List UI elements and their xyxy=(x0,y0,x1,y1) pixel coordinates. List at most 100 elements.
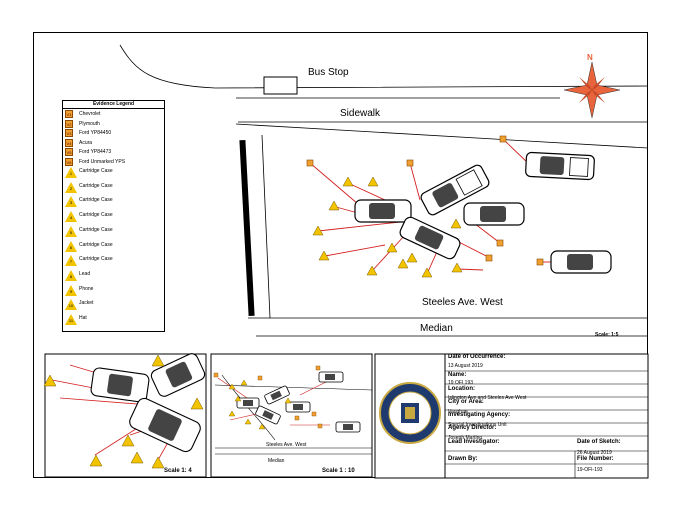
vehicle-tag-icon: V6 xyxy=(65,157,73,166)
north-label: N xyxy=(587,53,593,62)
evidence-triangle-icon: 5 xyxy=(65,225,77,237)
legend-item: 4 Cartridge Case xyxy=(65,211,113,223)
marker-number: 7 xyxy=(69,259,73,265)
sketch-date-label: Date of Sketch: xyxy=(577,439,621,445)
marker-number: 5 xyxy=(69,229,73,235)
compass-rose xyxy=(563,61,621,119)
median-label: Median xyxy=(420,323,453,334)
marker-number: 10 xyxy=(68,303,74,309)
legend-item-label: Cartridge Case xyxy=(79,168,113,174)
agency-seal xyxy=(379,382,441,444)
legend-item: V6 Ford Unmarked YPS xyxy=(65,157,126,166)
vehicle-tag-icon: V1 xyxy=(65,110,73,118)
agency-label: Investigating Agency: xyxy=(448,412,511,418)
legend-item-label: Cartridge Case xyxy=(79,197,113,204)
inset-mid-frame xyxy=(210,353,373,478)
legend-item-label: Phone xyxy=(79,285,94,292)
agency-value: Special Investigations Unit xyxy=(448,422,507,428)
date-occurrence-label: Date of Occurrence: xyxy=(448,354,506,360)
legend-item: 1 Cartridge Case xyxy=(65,167,113,178)
legend-item-label: Ford YP84450 xyxy=(79,130,112,136)
marker-number: 11 xyxy=(68,318,74,323)
marker-number: 3 xyxy=(69,200,73,206)
info-panel: Date of Occurrence: 13 August 2019 Name:… xyxy=(445,353,648,478)
marker-number: 4 xyxy=(69,215,73,221)
info-panel-frame xyxy=(374,353,649,479)
legend-item: V1 Chevrolet xyxy=(65,110,100,118)
sidewalk-label: Sidewalk xyxy=(340,108,381,119)
director-label: Agency Director: xyxy=(448,425,497,431)
evidence-triangle-icon: 3 xyxy=(65,196,77,208)
marker-number: 1 xyxy=(69,171,73,176)
legend-item: 3 Cartridge Case xyxy=(65,196,113,208)
legend-item-label: Cartridge Case xyxy=(79,256,113,263)
bus-stop-label: Bus Stop xyxy=(308,67,349,78)
legend-item: 8 Lead xyxy=(65,269,91,281)
vehicle-v5 xyxy=(463,202,525,226)
inset-left-scale: Scale 1: 4 xyxy=(164,468,192,474)
vehicle-tag-icon: V4 xyxy=(65,138,73,147)
evidence-triangle-icon: 6 xyxy=(65,240,77,252)
vehicle-tag-icon: V2 xyxy=(65,119,73,128)
legend-item-label: Cartridge Case xyxy=(79,182,113,189)
city-value: Vaughan xyxy=(448,409,468,415)
evidence-triangle-icon: 11 xyxy=(65,314,77,325)
curb-bar xyxy=(239,139,255,317)
evidence-triangle-icon: 4 xyxy=(65,211,77,223)
legend-title: Evidence Legend xyxy=(63,101,164,109)
street-label: Steeles Ave. West xyxy=(422,297,503,308)
evidence-markers xyxy=(312,176,463,278)
evidence-triangle-icon: 8 xyxy=(65,269,77,281)
legend-item-label: Cartridge Case xyxy=(79,226,113,233)
legend-item-label: Plymouth xyxy=(79,120,100,127)
evidence-triangle-icon: 9 xyxy=(65,284,77,296)
legend-item-label: Hat xyxy=(79,315,87,321)
file-number-label: File Number: xyxy=(577,456,614,462)
file-number-value: 19-OFI-193 xyxy=(577,467,603,473)
scale-main-label: Scale: 1:5 xyxy=(595,332,619,338)
name-value: 19 OFI 193 xyxy=(448,380,474,386)
date-occurrence-value: 13 August 2019 xyxy=(448,363,483,369)
lead-label: Lead Investigator: xyxy=(448,439,500,445)
vehicle-v3 xyxy=(354,199,412,223)
bus-stop-sign xyxy=(263,76,298,95)
legend-item: V5 Ford YP84473 xyxy=(65,148,111,156)
marker-number: 2 xyxy=(69,185,73,191)
legend-item: 5 Cartridge Case xyxy=(65,225,113,237)
inset-mid-scene xyxy=(213,365,373,455)
trajectory-lines xyxy=(309,138,555,275)
vehicle-v4 xyxy=(399,216,461,260)
marker-number: 9 xyxy=(69,288,73,294)
lane-line-top xyxy=(235,123,649,149)
legend-item-label: Chevrolet xyxy=(79,111,101,117)
evidence-triangle-icon: 10 xyxy=(65,299,77,311)
legend-item-label: Cartridge Case xyxy=(79,212,113,219)
marker-number: 6 xyxy=(69,244,73,250)
legend-item: V2 Plymouth xyxy=(65,119,100,128)
sketch-date-value: 26 August 2019 xyxy=(577,450,612,456)
marker-number: 8 xyxy=(69,273,73,279)
legend-item: 7 Cartridge Case xyxy=(65,255,113,267)
legend-item-label: Ford Unmarked YPS xyxy=(79,158,126,165)
vehicle-tag-icon: V5 xyxy=(65,148,73,156)
legend-item: 2 Cartridge Case xyxy=(65,181,113,193)
evidence-triangle-icon: 7 xyxy=(65,255,77,267)
director-value: Joseph Martino xyxy=(448,435,483,441)
curb-line xyxy=(119,44,649,89)
legend-item-label: Acura xyxy=(79,139,93,146)
inset-mid-street: Steeles Ave. West xyxy=(266,442,307,448)
vehicle-v1 xyxy=(525,151,595,181)
evidence-triangle-icon: 2 xyxy=(65,181,77,193)
inset-mid-scale: Scale 1 : 10 xyxy=(322,468,355,474)
legend-item: 9 Phone xyxy=(65,284,94,296)
city-label: City or Area: xyxy=(448,399,484,405)
inset-left-scene xyxy=(43,353,206,469)
legend-item: V4 Acura xyxy=(65,138,93,147)
legend-item-label: Cartridge Case xyxy=(79,241,113,248)
legend-item: 11 Hat xyxy=(65,314,87,325)
legend-item-label: Ford YP84473 xyxy=(79,149,112,155)
legend-item-label: Lead xyxy=(79,270,91,277)
